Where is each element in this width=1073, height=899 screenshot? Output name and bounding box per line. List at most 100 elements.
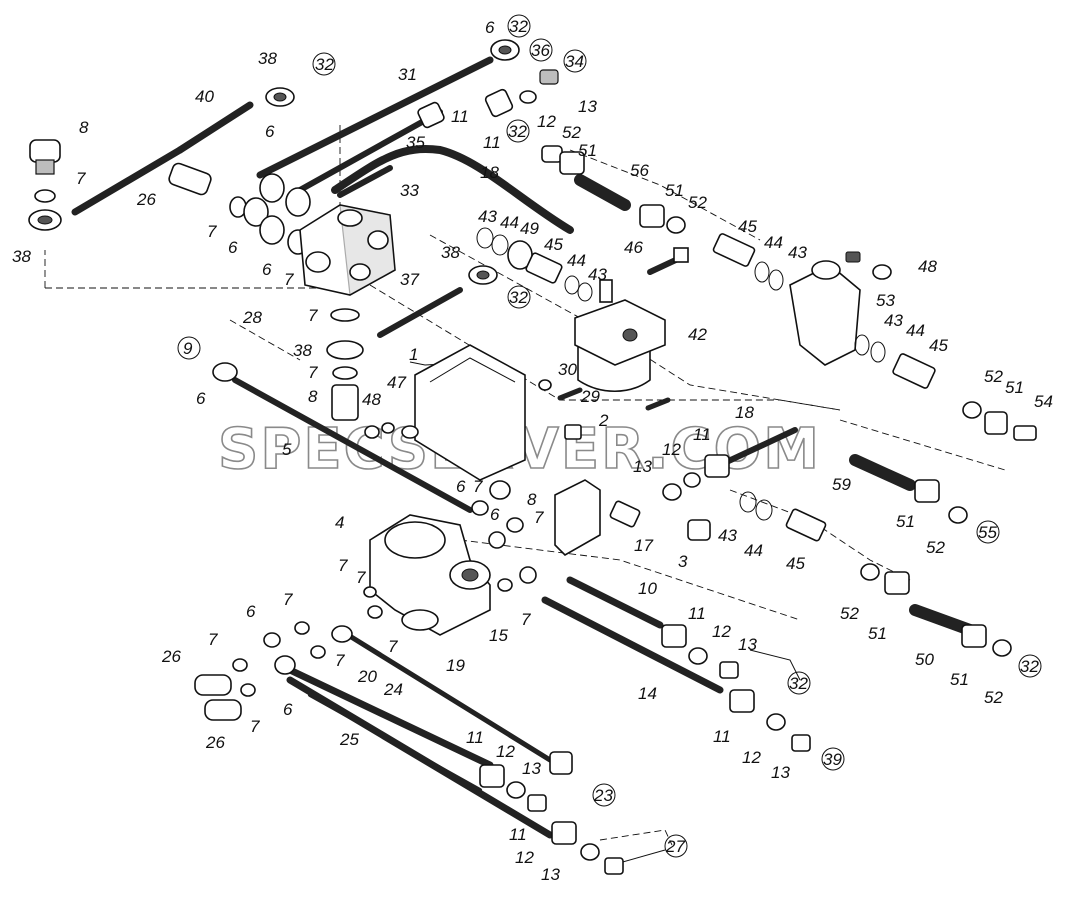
label-6: 6 (196, 389, 206, 408)
label-9: 9 (183, 339, 193, 358)
label-5: 5 (282, 440, 292, 459)
label-8: 8 (308, 387, 318, 406)
label-7: 7 (308, 306, 318, 325)
label-35: 35 (406, 133, 425, 152)
label-7: 7 (284, 270, 294, 289)
label-34: 34 (565, 52, 584, 71)
label-42: 42 (688, 325, 707, 344)
label-52: 52 (984, 367, 1003, 386)
label-44: 44 (500, 213, 519, 232)
label-7: 7 (250, 717, 260, 736)
label-44: 44 (764, 233, 783, 252)
label-8: 8 (79, 118, 89, 137)
label-12: 12 (515, 848, 534, 867)
label-7: 7 (308, 363, 318, 382)
label-12: 12 (537, 112, 556, 131)
label-33: 33 (400, 181, 419, 200)
label-13: 13 (738, 635, 757, 654)
callout-circles (177, 14, 1042, 858)
label-40: 40 (195, 87, 214, 106)
label-7: 7 (534, 508, 544, 527)
label-6: 6 (262, 260, 272, 279)
label-51: 51 (1005, 378, 1024, 397)
label-29: 29 (580, 387, 600, 406)
label-8: 8 (527, 490, 537, 509)
label-28: 28 (242, 308, 262, 327)
label-19: 19 (446, 656, 465, 675)
label-38: 38 (293, 341, 312, 360)
label-7: 7 (335, 651, 345, 670)
label-13: 13 (522, 759, 541, 778)
label-18: 18 (480, 163, 499, 182)
label-26: 26 (136, 190, 156, 209)
label-38: 38 (258, 49, 277, 68)
label-32: 32 (509, 288, 528, 307)
label-17: 17 (634, 536, 653, 555)
label-26: 26 (205, 733, 225, 752)
label-6: 6 (456, 477, 466, 496)
label-44: 44 (744, 541, 763, 560)
label-52: 52 (926, 538, 945, 557)
label-45: 45 (738, 217, 757, 236)
label-6: 6 (490, 505, 500, 524)
label-44: 44 (567, 251, 586, 270)
label-51: 51 (896, 512, 915, 531)
label-32: 32 (1020, 657, 1039, 676)
label-43: 43 (788, 243, 807, 262)
label-37: 37 (400, 270, 419, 289)
label-6: 6 (265, 122, 275, 141)
label-51: 51 (665, 181, 684, 200)
label-47: 47 (387, 373, 406, 392)
label-36: 36 (531, 41, 550, 60)
label-43: 43 (588, 265, 607, 284)
label-7: 7 (388, 637, 398, 656)
label-43: 43 (884, 311, 903, 330)
label-43: 43 (478, 207, 497, 226)
fittings (28, 39, 1037, 875)
label-6: 6 (246, 602, 256, 621)
label-7: 7 (521, 610, 531, 629)
label-32: 32 (508, 122, 527, 141)
label-54: 54 (1034, 392, 1053, 411)
label-59: 59 (832, 475, 851, 494)
label-11: 11 (483, 133, 501, 152)
label-15: 15 (489, 626, 508, 645)
label-6: 6 (228, 238, 238, 257)
label-7: 7 (356, 568, 366, 587)
label-12: 12 (712, 622, 731, 641)
label-7: 7 (76, 169, 86, 188)
label-44: 44 (906, 321, 925, 340)
label-12: 12 (662, 440, 681, 459)
tubes (71, 56, 976, 839)
label-18: 18 (735, 403, 754, 422)
label-25: 25 (339, 730, 359, 749)
label-13: 13 (578, 97, 597, 116)
label-7: 7 (473, 477, 483, 496)
label-43: 43 (718, 526, 737, 545)
label-10: 10 (638, 579, 657, 598)
label-52: 52 (984, 688, 1003, 707)
label-38: 38 (441, 243, 460, 262)
label-52: 52 (688, 193, 707, 212)
label-13: 13 (771, 763, 790, 782)
label-32: 32 (315, 55, 334, 74)
label-13: 13 (633, 457, 652, 476)
label-48: 48 (362, 390, 381, 409)
label-30: 30 (558, 360, 577, 379)
label-51: 51 (868, 624, 887, 643)
label-52: 52 (840, 604, 859, 623)
label-52: 52 (562, 123, 581, 142)
label-11: 11 (693, 425, 711, 444)
label-51: 51 (950, 670, 969, 689)
label-14: 14 (638, 684, 657, 703)
label-49: 49 (520, 219, 539, 238)
label-56: 56 (630, 161, 649, 180)
label-32: 32 (509, 17, 528, 36)
label-50: 50 (915, 650, 934, 669)
label-46: 46 (624, 238, 643, 257)
label-7: 7 (207, 222, 217, 241)
label-3: 3 (678, 552, 688, 571)
label-55: 55 (978, 523, 997, 542)
label-4: 4 (335, 513, 344, 532)
